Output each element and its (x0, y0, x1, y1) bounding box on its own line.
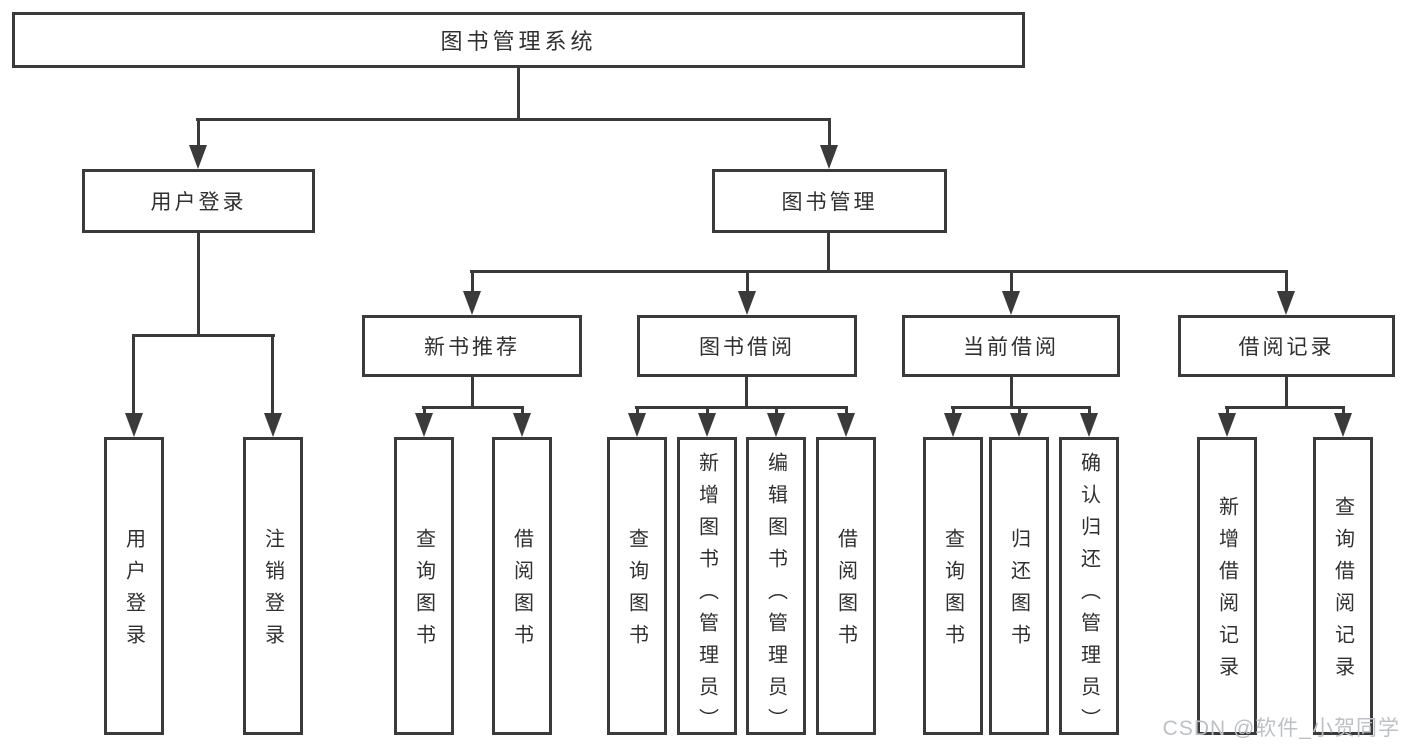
connector-line (471, 377, 474, 409)
leaf-query-books-borrow: 查询图书 (607, 437, 667, 735)
arrowhead-down-icon (698, 413, 716, 437)
connector-line (1010, 270, 1013, 294)
arrowhead-down-icon (738, 291, 756, 315)
node-book-borrow: 图书借阅 (637, 315, 857, 377)
arrowhead-down-icon (944, 413, 962, 437)
leaf-query-books-recommend: 查询图书 (394, 437, 454, 735)
connector-line (517, 68, 520, 121)
leaf-add-borrow-record: 新增借阅记录 (1197, 437, 1257, 735)
arrowhead-down-icon (1218, 413, 1236, 437)
connector-line (1088, 406, 1091, 416)
node-book-management: 图书管理 (712, 169, 947, 233)
connector-line (1285, 270, 1288, 294)
node-new-book-recommend: 新书推荐 (362, 315, 582, 377)
connector-line (636, 406, 639, 416)
connector-line (471, 270, 474, 294)
arrowhead-down-icon (189, 145, 207, 169)
leaf-query-borrow-record: 查询借阅记录 (1313, 437, 1373, 735)
arrowhead-down-icon (1010, 413, 1028, 437)
connector-line (828, 118, 831, 148)
connector-line (706, 406, 709, 416)
connector-line (271, 334, 274, 414)
arrowhead-down-icon (264, 413, 282, 437)
connector-line (1285, 377, 1288, 409)
leaf-add-book-admin: 新增图书（管理员） (677, 437, 737, 740)
node-borrow-records: 借阅记录 (1178, 315, 1395, 377)
leaf-logout: 注销登录 (243, 437, 303, 735)
connector-line (423, 406, 426, 416)
node-system-root: 图书管理系统 (12, 12, 1025, 68)
connector-line (1342, 406, 1345, 416)
connector-line (746, 270, 749, 294)
connector-line (1018, 406, 1021, 416)
connector-line (1225, 406, 1345, 409)
leaf-query-books-current: 查询图书 (923, 437, 983, 735)
node-current-borrow: 当前借阅 (902, 315, 1120, 377)
connector-line (745, 377, 748, 409)
connector-line (635, 406, 848, 409)
arrowhead-down-icon (1334, 413, 1352, 437)
connector-line (196, 118, 831, 121)
connector-line (132, 334, 135, 414)
arrowhead-down-icon (820, 145, 838, 169)
connector-line (422, 406, 524, 409)
connector-line (1226, 406, 1229, 416)
leaf-user-login: 用户登录 (104, 437, 164, 735)
connector-line (952, 406, 955, 416)
connector-line (827, 233, 830, 273)
node-user-login: 用户登录 (82, 169, 315, 233)
arrowhead-down-icon (513, 413, 531, 437)
leaf-confirm-return-admin: 确认归还（管理员） (1059, 437, 1119, 740)
connector-line (1010, 377, 1013, 409)
arrowhead-down-icon (125, 413, 143, 437)
connector-line (197, 118, 200, 148)
connector-line (845, 406, 848, 416)
connector-line (197, 233, 200, 337)
arrowhead-down-icon (837, 413, 855, 437)
arrowhead-down-icon (1002, 291, 1020, 315)
connector-line (951, 406, 1091, 409)
leaf-borrow-books: 借阅图书 (816, 437, 876, 735)
leaf-return-book: 归还图书 (989, 437, 1049, 735)
csdn-watermark: CSDN @软件_小贺同学 (1162, 717, 1400, 740)
arrowhead-down-icon (767, 413, 785, 437)
connector-line (775, 406, 778, 416)
arrowhead-down-icon (628, 413, 646, 437)
connector-line (470, 270, 1288, 273)
arrowhead-down-icon (1080, 413, 1098, 437)
arrowhead-down-icon (463, 291, 481, 315)
arrowhead-down-icon (415, 413, 433, 437)
leaf-edit-book-admin: 编辑图书（管理员） (746, 437, 806, 740)
leaf-borrow-books-recommend: 借阅图书 (492, 437, 552, 735)
arrowhead-down-icon (1277, 291, 1295, 315)
connector-line (132, 334, 275, 337)
connector-line (521, 406, 524, 416)
